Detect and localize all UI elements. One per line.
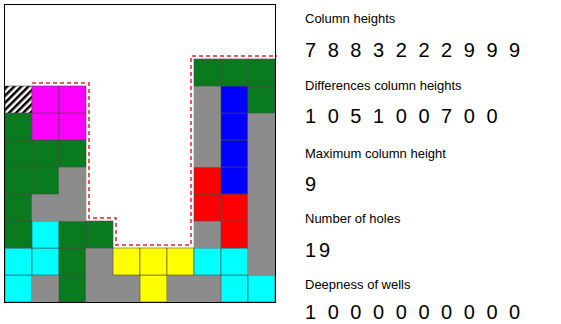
board-cell [59,194,86,221]
board-cell [59,275,86,302]
board-cell [5,86,32,113]
board-cell [140,275,167,302]
board-cell [59,248,86,275]
board-cell [86,275,113,302]
board-cell [113,275,140,302]
metric-heading: Deepness of wells [305,278,411,291]
board-cell [248,275,275,302]
board-cell [248,59,275,86]
board-cell [140,248,167,275]
board-cell [194,86,221,113]
board-cell [59,167,86,194]
board-cell [59,86,86,113]
board-cell [32,275,59,302]
board-cell [248,221,275,248]
board-cell [5,275,32,302]
metric-values: 1 0 5 1 0 0 7 0 0 [305,106,501,126]
board-cell [248,113,275,140]
board-cell [32,140,59,167]
metric-values: 7 8 8 3 2 2 2 9 9 9 [305,40,523,60]
board-cell [194,221,221,248]
board-cell [5,167,32,194]
metric-values: 19 [305,240,333,260]
board-cell [32,194,59,221]
board-cell [221,194,248,221]
board-cell [5,140,32,167]
tetris-board [0,0,290,324]
board-cell [113,248,140,275]
board-cell [32,221,59,248]
board-cell [167,248,194,275]
board-cell [32,248,59,275]
board-cell [194,167,221,194]
metric-heading: Column heights [305,12,395,25]
board-cell [194,140,221,167]
board-cell [221,113,248,140]
board-cell [86,248,113,275]
board-cell [194,194,221,221]
board-cell [5,194,32,221]
metric-values: 9 [305,174,319,194]
board-cell [221,221,248,248]
board-cell [59,140,86,167]
board-cell [221,275,248,302]
board-cell [221,86,248,113]
board-cell [5,113,32,140]
board-cell [194,275,221,302]
metric-values: 1 0 0 0 0 0 0 0 0 0 [305,302,523,322]
metric-heading: Differences column heights [305,79,462,92]
surface-outline [32,56,277,245]
board-cell [221,248,248,275]
board-cell [167,275,194,302]
board-cell [248,194,275,221]
board-frame [5,5,276,303]
board-cell [194,248,221,275]
board-cell [32,86,59,113]
board-cell [59,113,86,140]
board-cell [5,248,32,275]
board-cell [248,248,275,275]
board-cell [194,59,221,86]
metric-heading: Maximum column height [305,147,446,160]
board-cell [5,221,32,248]
board-cell [248,167,275,194]
board-cell [248,140,275,167]
metric-heading: Number of holes [305,212,400,225]
board-cell [86,221,113,248]
board-cell [59,221,86,248]
board-cell [32,113,59,140]
board-cell [248,86,275,113]
board-cell [221,59,248,86]
board-cell [221,167,248,194]
board-cell [32,167,59,194]
board-cell [194,113,221,140]
board-cell [221,140,248,167]
